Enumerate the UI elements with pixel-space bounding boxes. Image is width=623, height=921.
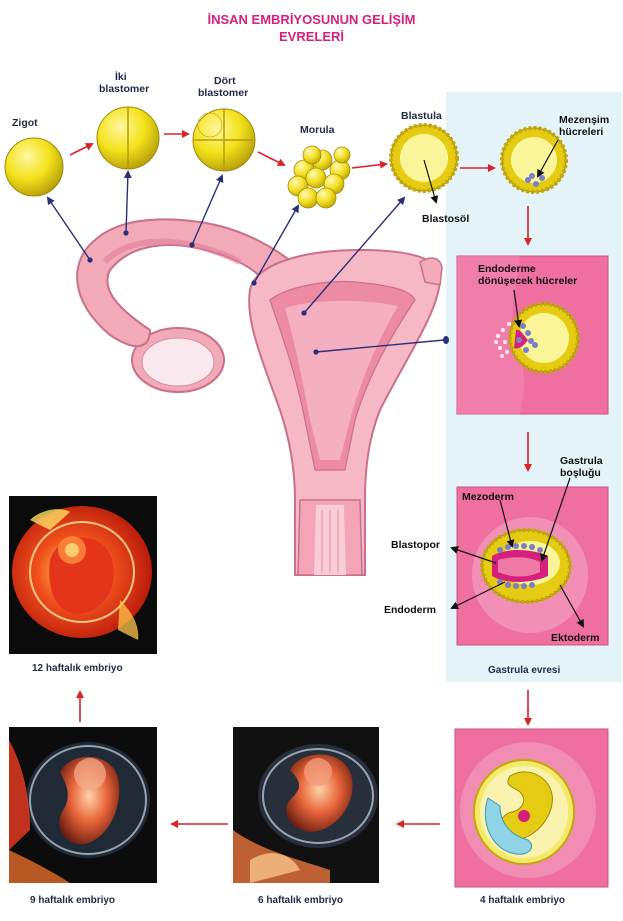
arrow-dort-to-morula [257, 151, 286, 166]
iki-blastomer-cell [96, 106, 160, 170]
label-blastula: Blastula [401, 110, 442, 122]
label-mezoderm: Mezoderm [462, 491, 514, 503]
label-ektoderm: Ektoderm [551, 632, 600, 644]
label-iki-line2: blastomer [99, 83, 150, 95]
label-mezensim-line1: Mezenşim [559, 114, 610, 126]
caption-6-week: 6 haftalık embriyo [258, 895, 344, 906]
blastula-cell [389, 123, 459, 193]
label-iki-line1: İki [115, 71, 127, 83]
label-morula: Morula [300, 124, 335, 136]
endoderm-forming-panel [456, 255, 609, 415]
caption-9-week: 9 haftalık embriyo [30, 895, 116, 906]
page-title-line1: İNSAN EMBRİYOSUNUN GELİŞİM [207, 12, 416, 27]
label-gastrula-boslugu-line2: boşluğu [560, 467, 601, 479]
zigot-cell [4, 137, 64, 197]
embryo-6-week-image [233, 727, 379, 883]
embryo-4-week-image [454, 728, 609, 888]
label-mezensim-line2: hücreleri [559, 126, 604, 138]
gastrula-panel [450, 477, 609, 646]
label-endoderm: Endoderm [384, 604, 436, 616]
arrow-zigot-to-iki [69, 143, 94, 156]
caption-4-week: 4 haftalık embriyo [480, 895, 566, 906]
label-gastrula-boslugu-line1: Gastrula [560, 455, 603, 467]
arrow-morula-to-blastula [351, 160, 388, 169]
label-blastosol: Blastosöl [422, 213, 470, 225]
mezensim-cell [500, 126, 568, 194]
morula-cell [287, 145, 351, 209]
embryo-12-week-image [9, 496, 157, 654]
embryo-9-week-image [9, 727, 157, 883]
caption-12-week: 12 haftalık embriyo [32, 663, 123, 674]
label-dort-line2: blastomer [198, 87, 249, 99]
pointer-lines [46, 170, 445, 353]
fallopian-tube [76, 218, 294, 348]
caption-gastrula-evresi: Gastrula evresi [488, 665, 561, 676]
label-dort-line1: Dört [214, 75, 236, 87]
label-endoderme-line1: Endoderme [478, 263, 536, 275]
label-endoderme-line2: dönüşecek hücreler [478, 275, 578, 287]
page-title-line2: EVRELERİ [278, 29, 344, 44]
label-blastopor: Blastopor [391, 539, 441, 551]
label-zigot: Zigot [12, 117, 38, 129]
uterus-illustration [76, 218, 443, 576]
dort-blastomer-cell [192, 108, 256, 172]
